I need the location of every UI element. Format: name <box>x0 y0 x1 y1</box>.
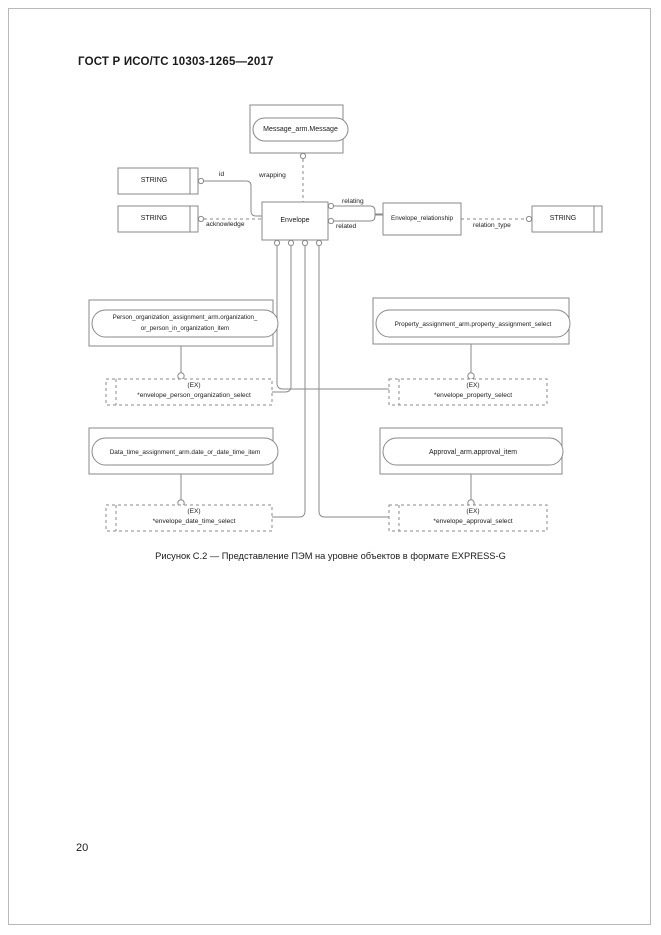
page-number: 20 <box>76 842 89 854</box>
document-header: ГОСТ Р ИСО/ТС 10303-1265—2017 <box>78 56 274 68</box>
figure-caption: Рисунок С.2 — Представление ПЭМ на уровн… <box>155 551 506 561</box>
